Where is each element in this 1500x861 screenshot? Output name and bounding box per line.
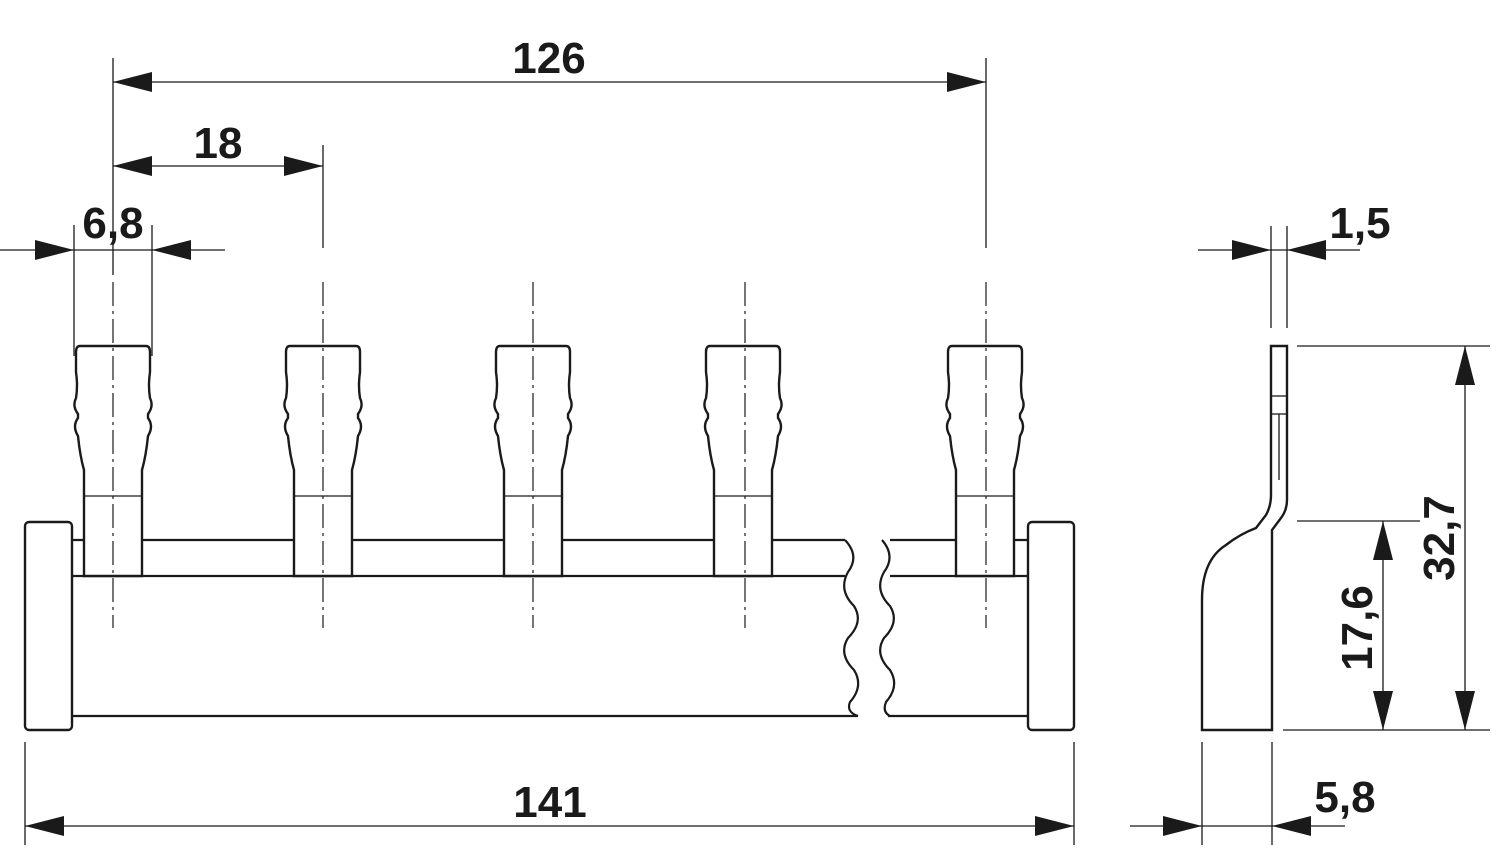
dimension-5-8-label: 5,8 bbox=[1314, 773, 1375, 822]
side-extension-lines bbox=[1201, 226, 1490, 845]
dimension-18-label: 18 bbox=[194, 119, 243, 168]
dimension-18: 18 bbox=[113, 119, 323, 176]
dimension-126: 126 bbox=[113, 34, 986, 92]
dimension-141: 141 bbox=[25, 778, 1074, 836]
bridge-bar bbox=[72, 574, 1028, 718]
end-cap-left bbox=[23, 520, 74, 732]
dimension-1-5: 1,5 bbox=[1198, 199, 1391, 260]
side-view: 1,5 32,7 17,6 5,8 bbox=[1130, 199, 1490, 845]
dimension-126-label: 126 bbox=[512, 34, 585, 83]
break-line-right bbox=[879, 539, 896, 717]
pin-4 bbox=[703, 344, 783, 578]
center-lines bbox=[112, 282, 987, 628]
dimension-6-8: 6,8 bbox=[0, 199, 225, 260]
dimension-141-label: 141 bbox=[513, 778, 586, 827]
dimension-32-7: 32,7 bbox=[1415, 346, 1475, 730]
dimension-1-5-label: 1,5 bbox=[1329, 199, 1390, 248]
front-view: 126 18 6,8 141 bbox=[0, 34, 1076, 845]
pin-5 bbox=[945, 344, 1025, 578]
dimension-6-8-label: 6,8 bbox=[82, 199, 143, 248]
dimension-5-8: 5,8 bbox=[1130, 773, 1376, 836]
end-cap-right bbox=[1026, 520, 1076, 732]
dimension-17-6: 17,6 bbox=[1333, 521, 1393, 730]
break-line-left bbox=[843, 539, 860, 718]
side-profile bbox=[1200, 344, 1289, 732]
dimension-32-7-label: 32,7 bbox=[1415, 495, 1464, 581]
dimension-17-6-label: 17,6 bbox=[1333, 585, 1382, 671]
